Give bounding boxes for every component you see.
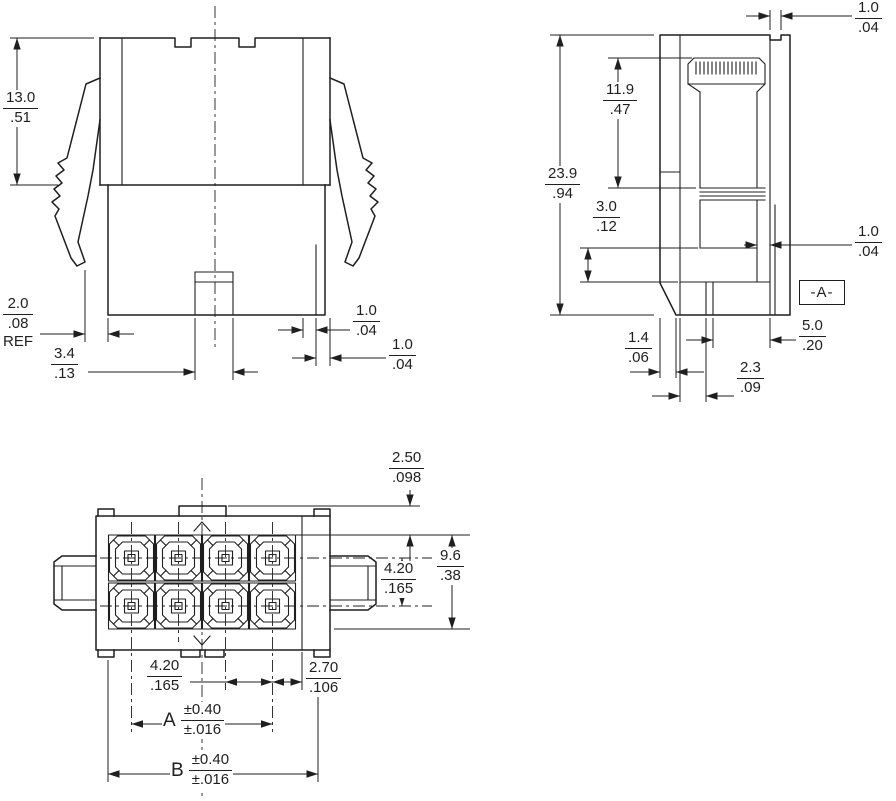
dim-in: .47 — [609, 100, 631, 118]
dim-in: .165 — [150, 676, 180, 694]
dim-mm: 4.20 — [147, 657, 183, 677]
dim-in: .94 — [552, 184, 574, 202]
dim-mm: 1.0 — [855, 0, 882, 19]
dim-in: .06 — [628, 348, 649, 366]
dim-mm: 1.0 — [389, 336, 416, 356]
datum-a-flag: -A- — [799, 280, 845, 305]
dim-mm: 2.70 — [306, 659, 342, 679]
dim-mm: ±0.40 — [188, 751, 233, 771]
dim-in: .51 — [10, 108, 32, 126]
dim-in: ±.016 — [183, 720, 222, 738]
dim-face-col-pitch: 4.20 .165 — [146, 657, 184, 695]
dim-side-latch: 11.9 .47 — [602, 81, 639, 119]
dim-side-depth: 5.0 .20 — [798, 317, 827, 355]
dim-a-letter: A — [163, 709, 176, 731]
dim-mm: 2.50 — [389, 449, 425, 469]
dim-front-wall-a: 1.0 .04 — [352, 302, 381, 340]
dim-in: .04 — [356, 321, 377, 339]
side-view — [550, 10, 852, 402]
dim-side-inset: 2.3 .09 — [736, 359, 765, 397]
dim-mm: 23.9 — [545, 165, 581, 185]
dim-face-rib: 2.50 .098 — [388, 449, 426, 487]
dim-in: ±.016 — [191, 770, 230, 788]
dim-side-wall: 1.0 .04 — [854, 223, 883, 261]
dim-face-height: 9.6 .38 — [436, 547, 465, 585]
dim-mm: 1.0 — [855, 223, 882, 243]
dim-ref-note: REF — [3, 332, 33, 350]
dim-in: .106 — [309, 678, 339, 696]
dim-in: .08 — [7, 314, 29, 332]
dim-in: .04 — [858, 18, 879, 36]
dim-side-rib: 1.0 .04 — [854, 0, 883, 37]
dim-in: .04 — [858, 242, 879, 260]
dim-mm: 3.0 — [593, 198, 620, 218]
dim-a: A ±0.40 ±.016 — [162, 701, 226, 739]
dim-a-tolerance: ±0.40 ±.016 — [180, 701, 225, 739]
dim-mm: ±0.40 — [180, 701, 225, 721]
dim-b-tolerance: ±0.40 ±.016 — [188, 751, 233, 789]
dim-b-letter: B — [171, 759, 184, 781]
dim-front-wall-b: 1.0 .04 — [388, 336, 417, 374]
dim-in: .165 — [384, 579, 414, 597]
dim-in: .09 — [740, 378, 761, 396]
dim-in: .098 — [392, 468, 422, 486]
dim-in: .04 — [392, 355, 413, 373]
dim-in: .20 — [802, 336, 823, 354]
dim-mm: 9.6 — [437, 547, 464, 567]
dim-face-row-pitch: 4.20 .165 — [380, 560, 418, 598]
dim-side-step: 3.0 .12 — [592, 198, 621, 236]
dim-in: .12 — [596, 217, 617, 235]
dim-in: .13 — [54, 364, 75, 382]
dim-mm: 1.4 — [625, 329, 652, 349]
dim-mm: 11.9 — [603, 81, 638, 101]
dim-mm: 2.3 — [737, 359, 764, 379]
dim-front-height: 13.0 .51 — [2, 89, 40, 127]
dim-side-offset: 1.4 .06 — [624, 329, 653, 367]
dim-mm: 4.20 — [381, 560, 417, 580]
dim-mm: 2.0 — [3, 295, 33, 315]
dim-mm: 5.0 — [799, 317, 826, 337]
dim-side-height: 23.9 .94 — [544, 165, 582, 203]
dim-mm: 1.0 — [353, 302, 380, 322]
dim-mm: 3.4 — [51, 345, 78, 365]
dim-front-ref: 2.0 .08 REF — [2, 295, 34, 351]
dim-front-tab: 3.4 .13 — [50, 345, 79, 383]
front-view — [10, 6, 386, 380]
dim-mm: 13.0 — [3, 89, 39, 109]
dim-in: .38 — [440, 566, 461, 584]
face-view — [53, 478, 470, 796]
datum-label: -A- — [810, 284, 834, 301]
dim-b: B ±0.40 ±.016 — [170, 751, 234, 789]
dim-face-edge: 2.70 .106 — [305, 659, 343, 697]
